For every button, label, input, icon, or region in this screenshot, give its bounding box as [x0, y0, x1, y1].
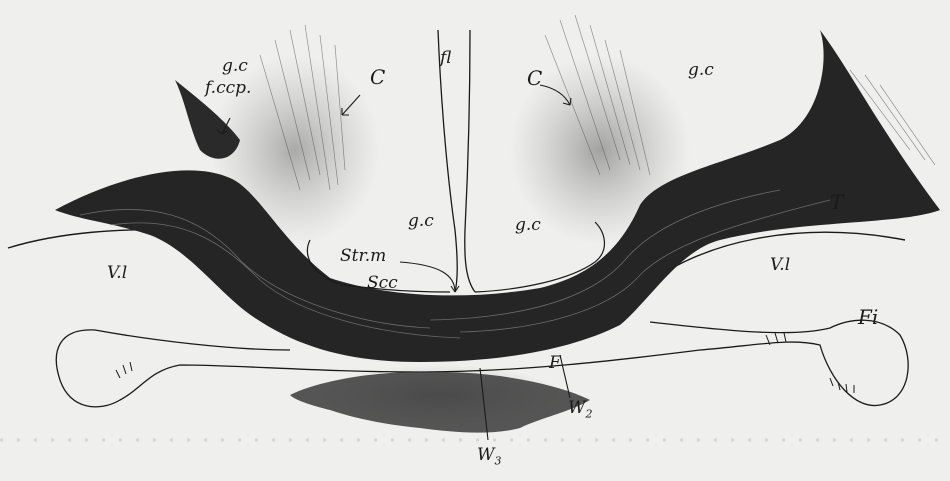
label-c-right: C — [527, 68, 542, 88]
label-w3-letter: W — [477, 445, 494, 465]
label-vl-right: V.l — [770, 257, 790, 274]
label-strm: Str.m — [340, 248, 386, 265]
label-gc-top-right: g.c — [688, 62, 714, 79]
label-w2-sub: 2 — [585, 407, 592, 420]
label-t: T — [830, 192, 843, 212]
label-scc: Scc — [367, 275, 398, 292]
label-w3-sub: 3 — [494, 454, 501, 467]
label-w2-letter: W — [568, 398, 585, 418]
label-w3: W3 — [477, 447, 501, 466]
label-vl-left: V.l — [107, 265, 127, 282]
label-c-left: C — [370, 67, 385, 87]
label-gc-mid-right: g.c — [515, 217, 541, 234]
label-gc-mid-left: g.c — [408, 213, 434, 230]
label-gc-top-left: g.c — [222, 58, 248, 75]
label-fl: fl — [440, 50, 451, 67]
label-w2: W2 — [568, 400, 592, 419]
label-f: F — [549, 355, 561, 372]
label-fccp: f.ccp. — [205, 80, 251, 97]
label-fi: Fi — [858, 307, 878, 327]
